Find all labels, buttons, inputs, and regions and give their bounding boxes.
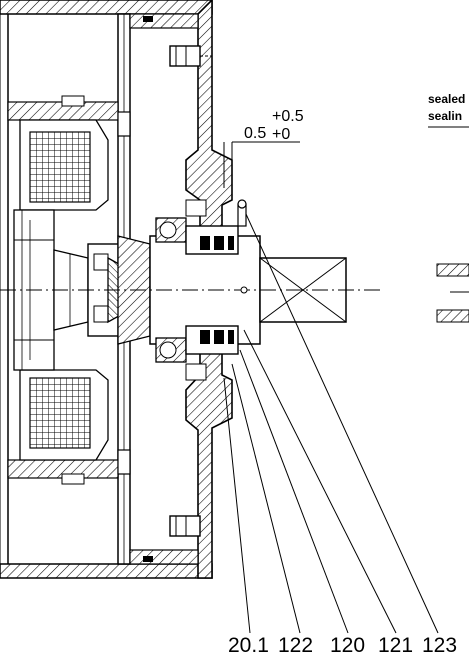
- bearing-upper: [155, 217, 239, 255]
- part-number-120: 120: [330, 634, 365, 657]
- bolt-top: [169, 45, 212, 67]
- bearing-lower: [155, 325, 239, 363]
- part-number-122: 122: [278, 634, 313, 657]
- gap-dimension: [223, 141, 300, 188]
- tolerance-upper: +0.5: [272, 108, 304, 125]
- grease-nipple: [185, 199, 247, 381]
- leader-lines: [223, 213, 439, 634]
- tolerance-nominal: 0.5: [244, 125, 266, 142]
- part-number-121: 121: [378, 634, 413, 657]
- legend-line-1: sealed: [428, 92, 465, 106]
- bolt-bottom: [169, 515, 201, 537]
- part-number-123: 123: [422, 634, 457, 657]
- stator-winding: [7, 95, 131, 485]
- legend-swatches: [436, 263, 469, 323]
- legend-line-2: sealin: [428, 109, 462, 123]
- part-number-20-1: 20.1: [228, 634, 269, 657]
- rotor-core: [13, 209, 89, 371]
- tolerance-lower: +0: [272, 126, 290, 143]
